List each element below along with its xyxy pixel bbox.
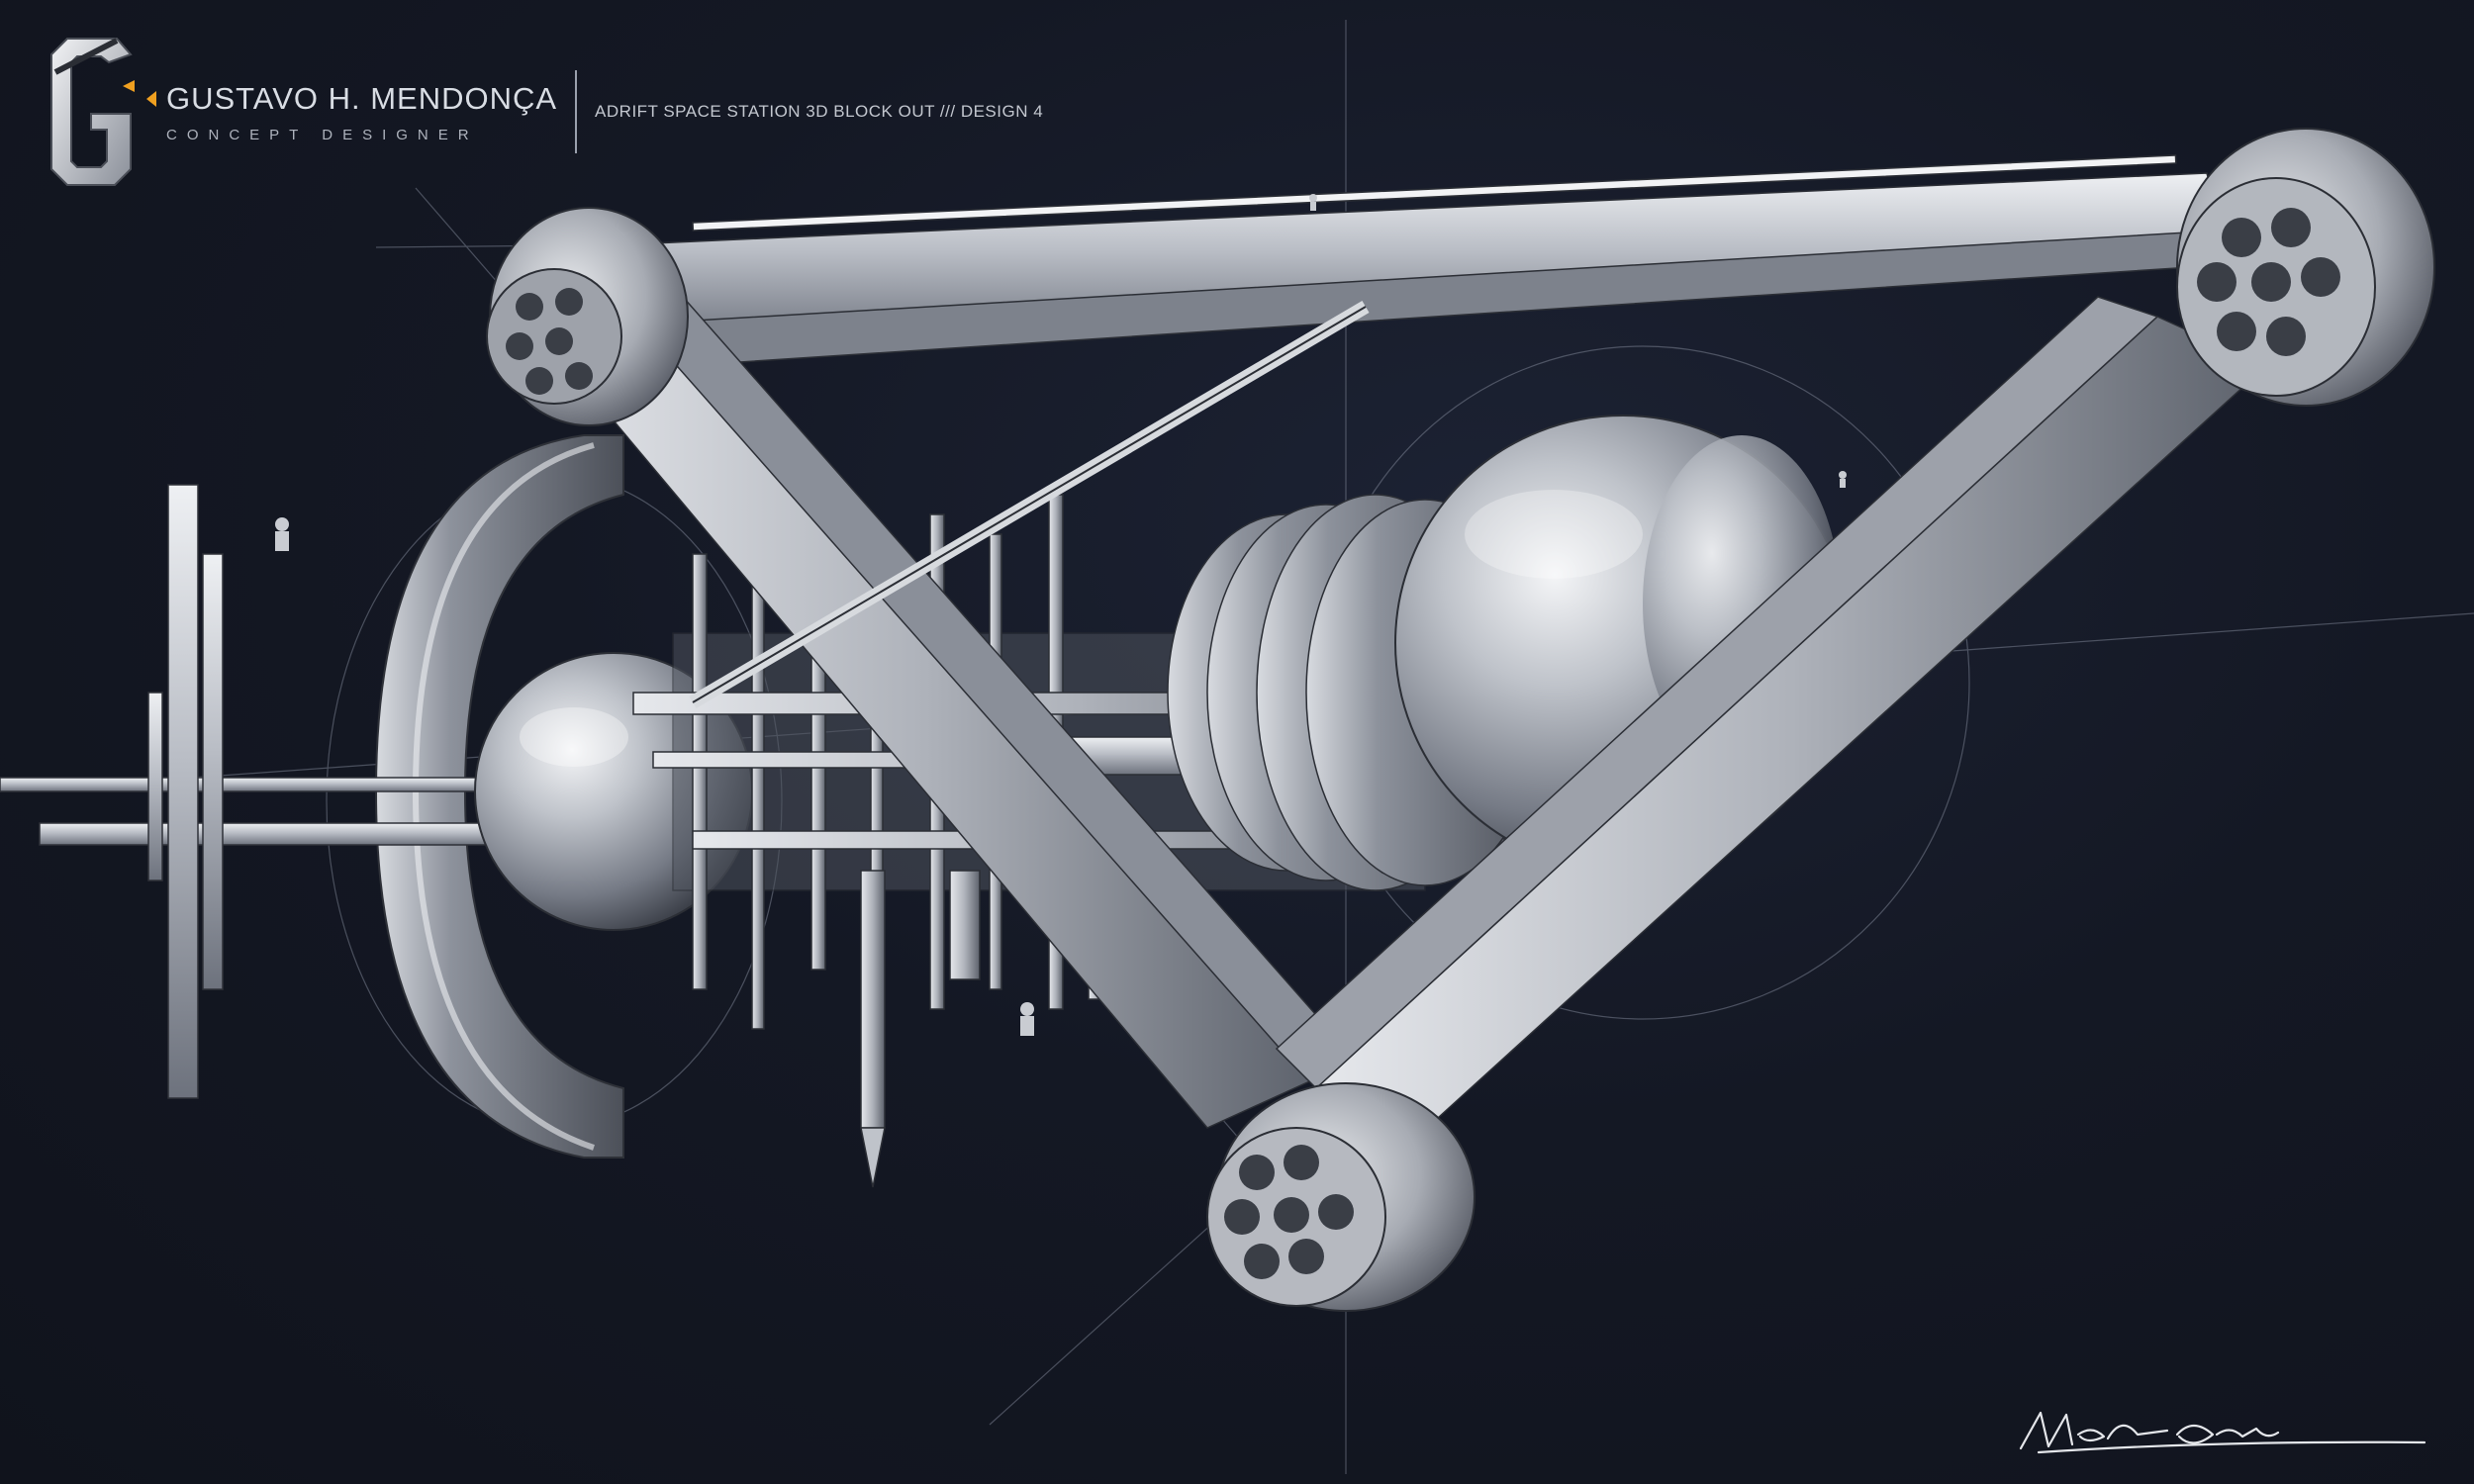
artist-signature-icon (2019, 1411, 2426, 1454)
gm-monogram-icon (50, 38, 135, 186)
designer-name-row: GUSTAVO H. MENDONÇA (144, 81, 557, 117)
astronaut-figures (275, 194, 1847, 1036)
project-title: ADRIFT SPACE STATION 3D BLOCK OUT /// DE… (595, 102, 1044, 121)
thruster-hub-top-right (2176, 128, 2435, 407)
designer-role: CONCEPT DESIGNER (166, 126, 479, 143)
designer-credit: GUSTAVO H. MENDONÇA CONCEPT DESIGNER (144, 70, 578, 153)
thruster-hub-top-left (486, 207, 689, 426)
top-beam (563, 154, 2228, 372)
title-block: GUSTAVO H. MENDONÇA CONCEPT DESIGNER ADR… (48, 28, 1043, 196)
designer-name: GUSTAVO H. MENDONÇA (166, 80, 558, 116)
antenna-boom (0, 484, 516, 1099)
chevron-accent-icon (146, 90, 156, 107)
thruster-hub-bottom (1206, 1082, 1475, 1312)
